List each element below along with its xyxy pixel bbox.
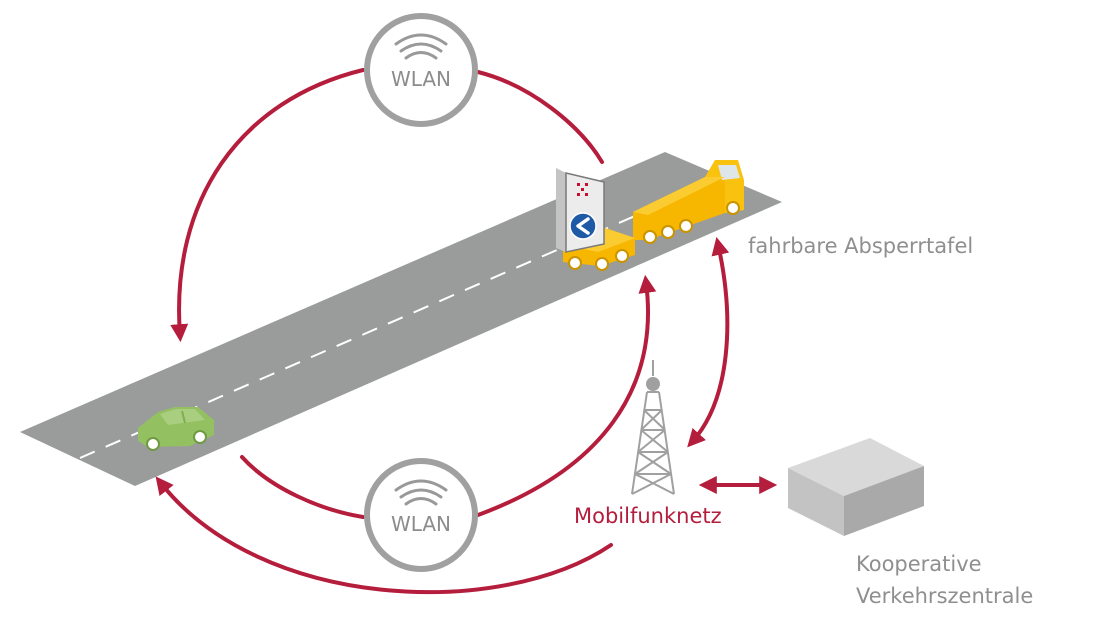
traffic-center-label-line1: Kooperative — [856, 552, 982, 576]
wlan-top-label: WLAN — [391, 67, 451, 91]
wifi-icon — [394, 479, 448, 506]
wlan-node-top: WLAN — [364, 13, 478, 127]
wlan-node-bottom: WLAN — [364, 458, 478, 572]
wifi-icon — [394, 33, 448, 60]
warning-light-matrix — [577, 183, 588, 196]
left-arrow-icon — [576, 217, 590, 235]
arrow-wlan-top-to-car — [170, 68, 365, 343]
mobile-network-label: Mobilfunknetz — [574, 504, 722, 528]
arrow-tower-to-trailer — [687, 236, 730, 448]
arrow-wlan-bottom-to-trailer — [476, 274, 657, 517]
truck-icon — [633, 160, 744, 244]
arrow-wlan-top-to-trailer — [476, 70, 604, 164]
car-icon — [138, 407, 214, 451]
traffic-center-box-icon — [788, 438, 924, 536]
traffic-center-label: Kooperative Verkehrszentrale — [856, 548, 1033, 612]
mobile-barrier-label: fahrbare Absperrtafel — [748, 234, 974, 258]
wlan-bottom-label: WLAN — [391, 512, 451, 536]
arrow-mobilfunk-to-car — [155, 476, 613, 595]
arrow-wlan-bottom-left — [240, 455, 365, 519]
radio-tower-icon — [631, 360, 675, 495]
traffic-center-label-line2: Verkehrszentrale — [856, 584, 1034, 608]
communication-arrows — [155, 68, 778, 595]
mobile-barrier-trailer — [556, 168, 635, 271]
